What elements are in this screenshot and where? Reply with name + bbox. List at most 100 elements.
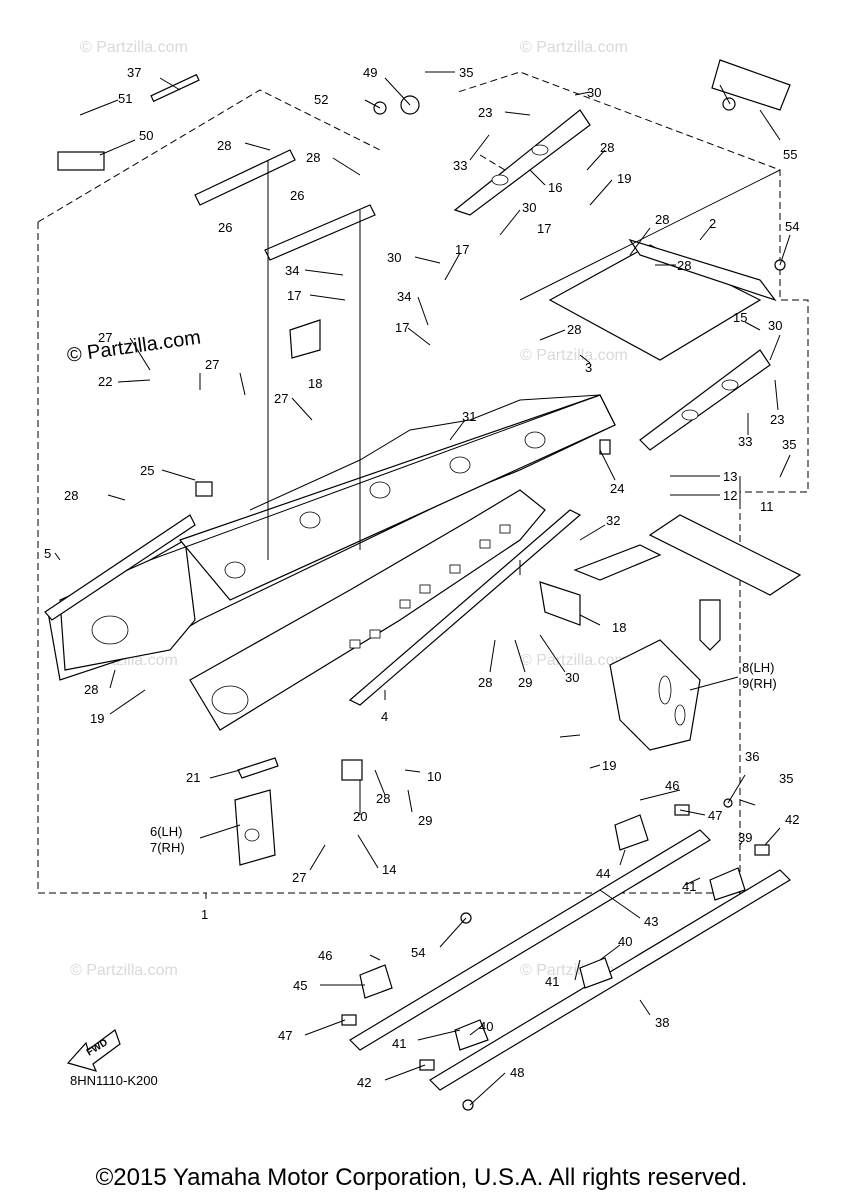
callout-27: 27 bbox=[274, 391, 288, 406]
watermark: © Partzilla.com bbox=[520, 652, 628, 669]
callout-33: 33 bbox=[738, 434, 752, 449]
callout-55: 55 bbox=[783, 147, 797, 162]
watermark-dark: © Partzilla.com bbox=[66, 326, 203, 367]
callout-42: 42 bbox=[785, 812, 799, 827]
callout-39: 39 bbox=[738, 830, 752, 845]
rail-part-5 bbox=[44, 514, 196, 621]
callout-41: 41 bbox=[682, 879, 696, 894]
callout-23: 23 bbox=[478, 105, 492, 120]
callout-25: 25 bbox=[140, 463, 154, 478]
callout-5: 5 bbox=[44, 546, 51, 561]
callout-32: 32 bbox=[606, 513, 620, 528]
callout-46: 46 bbox=[665, 778, 679, 793]
callout-47: 47 bbox=[708, 808, 722, 823]
watermark: © Partzilla.com bbox=[70, 962, 178, 979]
callout-41: 41 bbox=[545, 974, 559, 989]
diagram-code: 8HN1110-K200 bbox=[70, 1073, 158, 1088]
fwd-arrow-icon: FWD bbox=[66, 1029, 121, 1072]
callout-28: 28 bbox=[677, 258, 691, 273]
callout-54: 54 bbox=[785, 219, 799, 234]
callout-24: 24 bbox=[610, 481, 624, 496]
callout-49: 49 bbox=[363, 65, 377, 80]
callout-36: 36 bbox=[745, 749, 759, 764]
callout-27: 27 bbox=[205, 357, 219, 372]
callout-28: 28 bbox=[655, 212, 669, 227]
callout-16: 16 bbox=[548, 180, 562, 195]
callout-17: 17 bbox=[395, 320, 409, 335]
callout-3: 3 bbox=[585, 360, 592, 375]
callout-52: 52 bbox=[314, 92, 328, 107]
callout-40: 40 bbox=[479, 1019, 493, 1034]
callout-35: 35 bbox=[779, 771, 793, 786]
callout-7: 7(RH) bbox=[150, 840, 185, 855]
callout-43: 43 bbox=[644, 914, 658, 929]
bracket-part-15 bbox=[639, 349, 771, 451]
callout-11: 11 bbox=[760, 499, 774, 514]
callout-26: 26 bbox=[218, 220, 232, 235]
callout-30: 30 bbox=[587, 85, 601, 100]
callout-27: 27 bbox=[98, 330, 112, 345]
callout-40: 40 bbox=[618, 934, 632, 949]
main-frame bbox=[47, 394, 616, 731]
callout-35: 35 bbox=[459, 65, 473, 80]
callout-17: 17 bbox=[455, 242, 469, 257]
plate-part-6-7 bbox=[234, 789, 276, 866]
callout-45: 45 bbox=[293, 978, 307, 993]
callout-10: 10 bbox=[427, 769, 441, 784]
callout-2: 2 bbox=[709, 216, 716, 231]
callout-29: 29 bbox=[518, 675, 532, 690]
callout-31: 31 bbox=[462, 409, 476, 424]
callout-41: 41 bbox=[392, 1036, 406, 1051]
callout-14: 14 bbox=[382, 862, 396, 877]
watermark: © Partzilla.com bbox=[80, 39, 188, 56]
callout-30: 30 bbox=[387, 250, 401, 265]
callout-20: 20 bbox=[353, 809, 367, 824]
callout-23: 23 bbox=[770, 412, 784, 427]
callout-50: 50 bbox=[139, 128, 153, 143]
callout-12: 12 bbox=[723, 488, 737, 503]
slide-rail-part-38 bbox=[429, 869, 791, 1091]
callout-34: 34 bbox=[285, 263, 299, 278]
callout-34: 34 bbox=[397, 289, 411, 304]
callout-17: 17 bbox=[537, 221, 551, 236]
callout-30: 30 bbox=[565, 670, 579, 685]
copyright-footer: ©2015 Yamaha Motor Corporation, U.S.A. A… bbox=[95, 1164, 748, 1191]
callout-26: 26 bbox=[290, 188, 304, 203]
callout-19: 19 bbox=[602, 758, 616, 773]
callout-15: 15 bbox=[733, 310, 747, 325]
callout-33: 33 bbox=[453, 158, 467, 173]
callout-19: 19 bbox=[90, 711, 104, 726]
axle-assembly-part-11 bbox=[573, 514, 802, 651]
callout-44: 44 bbox=[596, 866, 610, 881]
callout-37: 37 bbox=[127, 65, 141, 80]
callout-1: 1 bbox=[201, 907, 208, 922]
callout-28: 28 bbox=[376, 791, 390, 806]
callout-47: 47 bbox=[278, 1028, 292, 1043]
callout-18: 18 bbox=[612, 620, 626, 635]
callout-6: 6(LH) bbox=[150, 824, 183, 839]
callout-51: 51 bbox=[118, 91, 132, 106]
callout-21: 21 bbox=[186, 770, 200, 785]
callout-22: 22 bbox=[98, 374, 112, 389]
callout-38: 38 bbox=[655, 1015, 669, 1030]
callout-28: 28 bbox=[478, 675, 492, 690]
callout-27: 27 bbox=[292, 870, 306, 885]
callout-8: 8(LH) bbox=[742, 660, 775, 675]
small-parts bbox=[57, 59, 791, 1111]
callout-18: 18 bbox=[308, 376, 322, 391]
callout-28: 28 bbox=[64, 488, 78, 503]
bracket-part-8-9 bbox=[609, 639, 701, 751]
callout-4: 4 bbox=[381, 709, 388, 724]
callout-28: 28 bbox=[217, 138, 231, 153]
callout-13: 13 bbox=[723, 469, 737, 484]
callout-28: 28 bbox=[567, 322, 581, 337]
callout-19: 19 bbox=[617, 171, 631, 186]
callout-28: 28 bbox=[306, 150, 320, 165]
callout-48: 48 bbox=[510, 1065, 524, 1080]
slide-rail-part-43 bbox=[349, 829, 711, 1051]
callout-labels: 1 2 3 4 5 6(LH) 7(RH) 8(LH) 9(RH) 10 11 … bbox=[44, 65, 799, 1090]
leader-lines bbox=[54, 71, 791, 1106]
callout-28: 28 bbox=[600, 140, 614, 155]
callout-30: 30 bbox=[522, 200, 536, 215]
